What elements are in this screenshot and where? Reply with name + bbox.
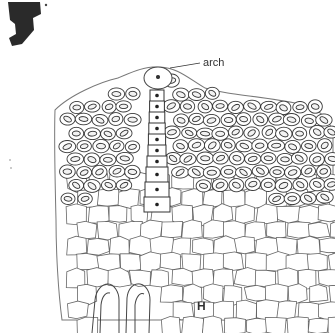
tissue-cell: [318, 270, 335, 287]
column-cell-nucleus: [155, 188, 159, 192]
column-cell-nucleus: [155, 173, 159, 177]
cell-nucleus: [224, 117, 232, 122]
cell-nucleus: [129, 91, 137, 97]
tissue-cell: [267, 222, 286, 239]
vascular-strands: [92, 284, 150, 333]
tissue-cell: [109, 236, 129, 256]
tissue-cell: [308, 318, 329, 333]
tissue-cell: [161, 317, 180, 333]
margin-speck: [10, 167, 12, 169]
cell-nucleus: [96, 143, 105, 149]
cell-nucleus: [296, 104, 305, 110]
cell-nucleus: [112, 91, 121, 96]
tissue-cell: [224, 318, 245, 333]
tissue-cell: [329, 285, 335, 303]
column-cell-nucleus: [155, 160, 159, 164]
cell-nucleus: [216, 103, 225, 108]
tissue-cell: [308, 222, 330, 238]
column-cell-nucleus: [155, 138, 159, 142]
tissue-cell: [120, 254, 141, 271]
tissue-cell: [288, 284, 307, 304]
tissue-cell: [202, 316, 223, 333]
column-cell-nucleus: [155, 149, 159, 153]
tissue-cell: [310, 285, 328, 302]
tissue-cell: [287, 222, 310, 238]
tissue-cell: [298, 205, 321, 224]
tissue-cell: [330, 221, 335, 238]
tissue-cell: [182, 220, 203, 239]
tissue-cell: [160, 285, 182, 303]
tissue-cell: [97, 189, 120, 206]
cell-nucleus: [264, 156, 273, 161]
tissue-cell: [255, 270, 275, 286]
tissue-cell: [77, 221, 97, 238]
tissue-cell: [287, 317, 308, 333]
tissue-cell: [307, 254, 327, 271]
tissue-cell: [234, 268, 258, 287]
tissue-cell: [193, 238, 214, 255]
apical-cell-nucleus: [156, 75, 160, 79]
tissue-cell: [140, 252, 161, 273]
cell-nucleus: [271, 143, 281, 148]
tissue-cell: [277, 206, 300, 223]
margin-speck: [9, 159, 11, 161]
column-cell-nucleus: [155, 203, 159, 207]
tissue-cell: [68, 301, 89, 319]
dividing-cell-layer: [59, 74, 335, 205]
cell-nucleus: [281, 157, 290, 162]
tissue-cell: [204, 284, 224, 304]
tissue-cell: [109, 206, 127, 223]
column-cell-nucleus: [155, 94, 159, 98]
cell-nucleus: [224, 169, 233, 174]
cell-nucleus: [128, 169, 137, 175]
tissue-cell: [320, 238, 335, 253]
cell-nucleus: [128, 117, 138, 122]
cell-nucleus: [296, 131, 304, 137]
cell-nucleus: [200, 155, 210, 161]
arch-label: arch: [203, 57, 224, 69]
cell-nucleus: [73, 105, 81, 110]
cell-nucleus: [63, 169, 72, 175]
cell-nucleus: [119, 104, 127, 108]
cell-nucleus: [273, 170, 282, 175]
tissue-cell: [265, 318, 286, 333]
tissue-cell: [77, 317, 98, 333]
tissue-cell: [204, 220, 225, 238]
tissue-cell: [234, 237, 255, 254]
tissue-cell: [223, 190, 245, 207]
tissue-cell: [161, 222, 182, 238]
cell-nucleus: [88, 131, 97, 137]
tissue-cell: [236, 300, 256, 321]
tissue-cell: [150, 270, 169, 287]
panel-letter: H: [197, 299, 206, 313]
cell-nucleus: [216, 131, 225, 136]
tissue-cell: [67, 236, 87, 255]
corner-ink-mark: [8, 2, 41, 46]
tissue-cell: [328, 317, 335, 333]
arch-leader-line: [170, 63, 200, 68]
cell-nucleus: [72, 131, 80, 136]
cell-nucleus: [103, 157, 112, 162]
tissue-cell: [182, 316, 204, 333]
tissue-cell: [87, 239, 109, 256]
column-cell-nucleus: [155, 105, 159, 109]
tissue-cell: [160, 252, 181, 269]
small-ink-dot: [45, 4, 47, 6]
cell-nucleus: [207, 170, 217, 175]
column-cell-nucleus: [155, 116, 159, 120]
tissue-cell: [223, 252, 243, 271]
tissue-cell: [244, 285, 266, 301]
tissue-cell: [318, 204, 335, 222]
cell-nucleus: [288, 196, 297, 201]
column-cell-nucleus: [155, 127, 159, 131]
cell-nucleus: [255, 143, 264, 149]
tissue-cell: [235, 204, 254, 223]
tissue-cell: [246, 318, 268, 333]
cell-nucleus: [264, 182, 272, 187]
tissue-cell: [88, 206, 109, 224]
